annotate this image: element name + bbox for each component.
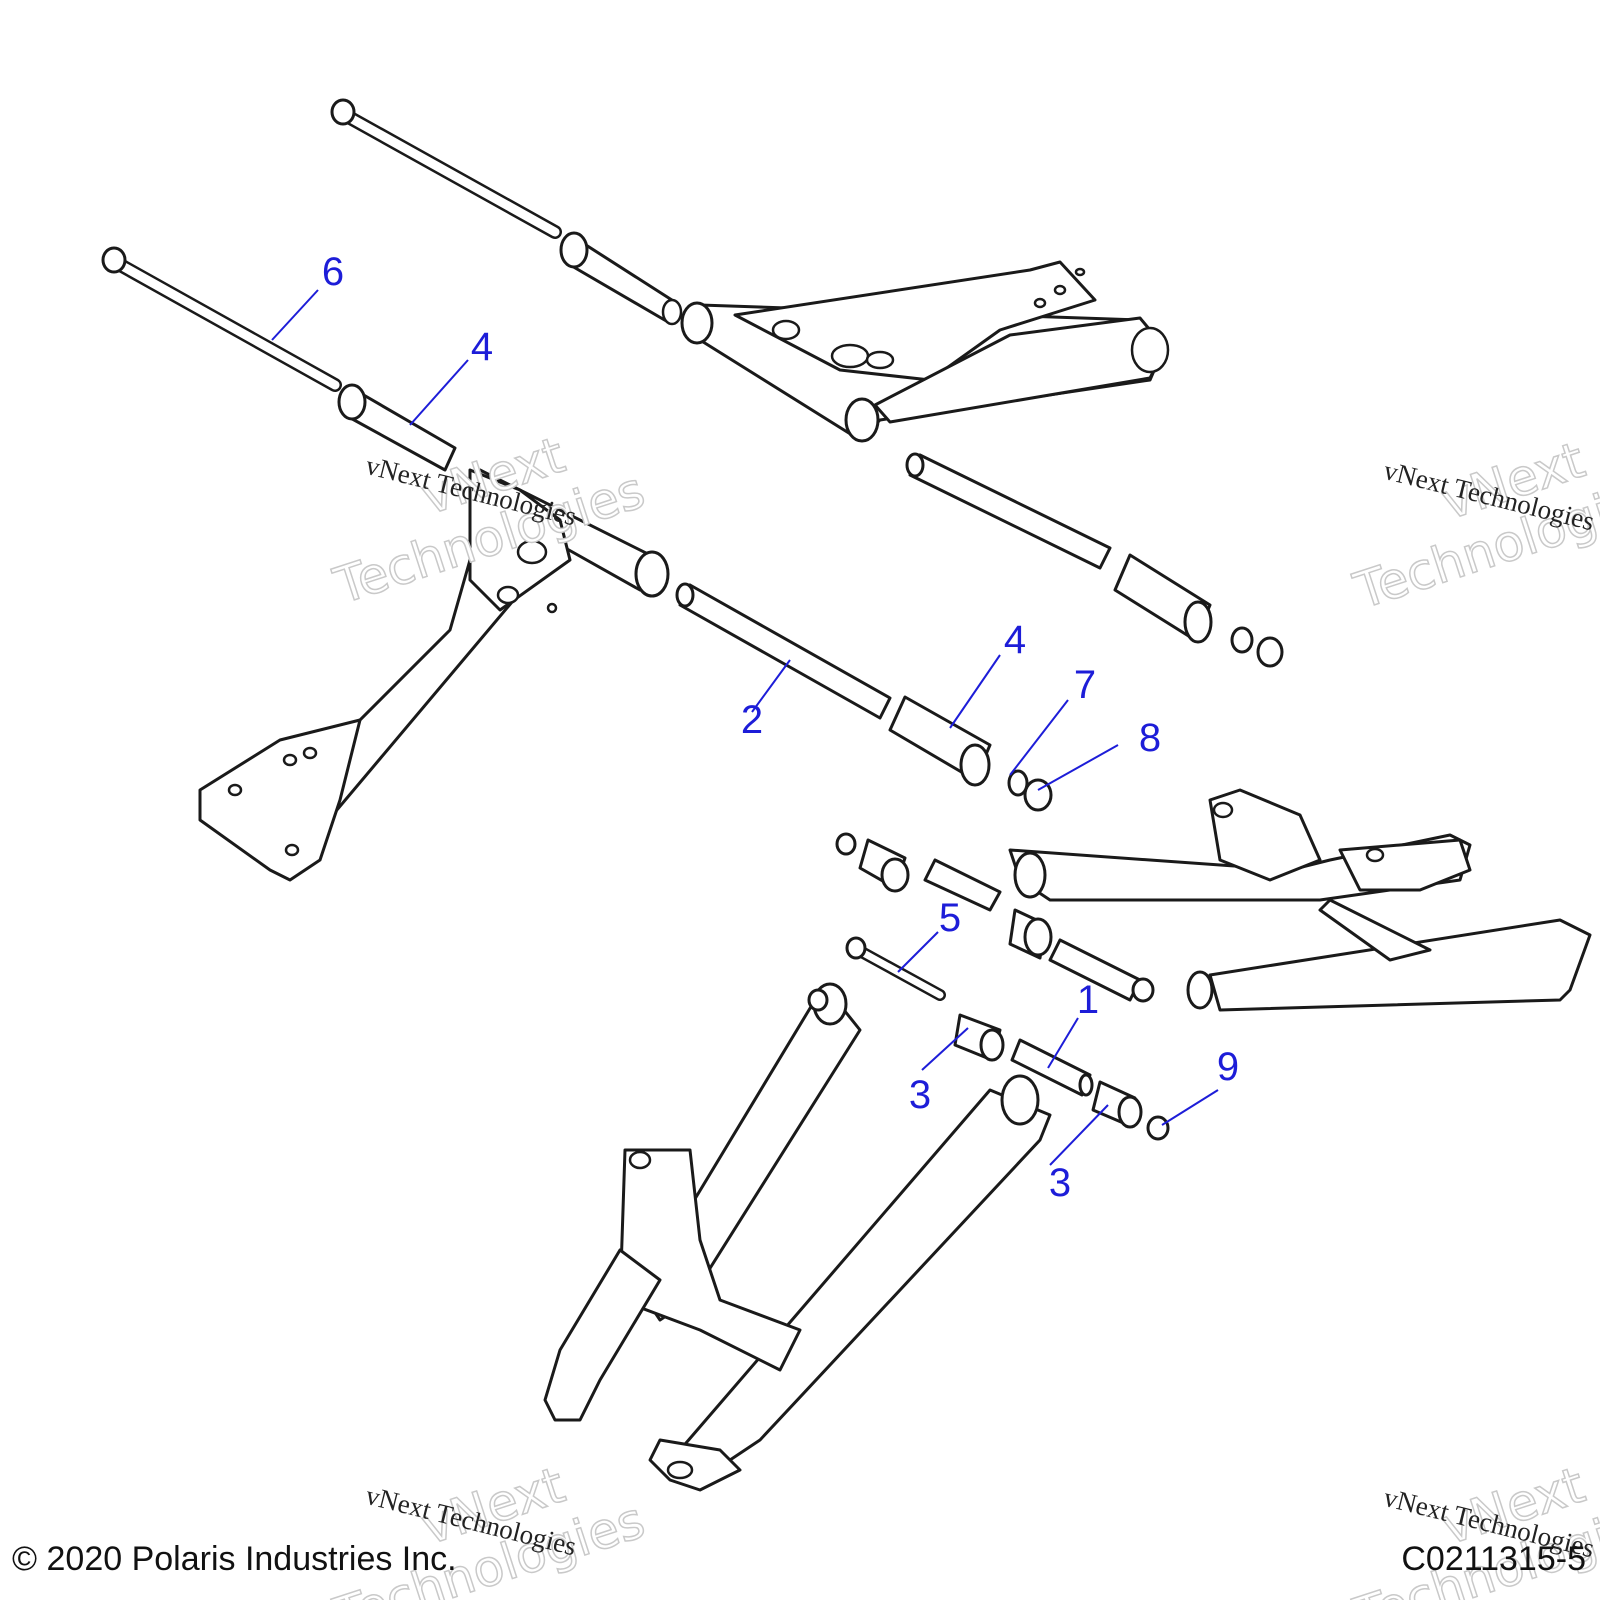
callout-3: 3 xyxy=(1048,1161,1072,1205)
lower-arm-hardware xyxy=(835,832,1155,1003)
upper-right-pivot-tube xyxy=(905,452,1112,570)
callout-5: 5 xyxy=(938,896,962,940)
callout-4: 4 xyxy=(470,325,494,369)
callout-7: 7 xyxy=(1073,663,1097,707)
figure-code: C0211315-5 xyxy=(1401,1540,1586,1578)
bolt-part-5 xyxy=(845,936,946,1001)
washer-part-7 xyxy=(1007,769,1029,797)
bushing-part-3-right xyxy=(1091,1080,1143,1129)
lower-right-a-arm xyxy=(1008,788,1592,1012)
upper-long-bolt xyxy=(330,98,562,239)
lower-trailing-a-arm xyxy=(543,982,1052,1492)
copyright-text: © 2020 Polaris Industries Inc. xyxy=(12,1540,457,1578)
leader-lines xyxy=(271,289,1219,1166)
left-long-bolt xyxy=(101,246,342,392)
bushing-part-4 xyxy=(888,695,992,787)
sleeve-part-1 xyxy=(1010,1038,1094,1097)
bushing-part-3-left xyxy=(953,1013,1005,1062)
nut-part-9 xyxy=(1146,1115,1170,1141)
left-pivot-bushing xyxy=(337,383,457,472)
callout-3: 3 xyxy=(908,1073,932,1117)
upper-pivot-bushing xyxy=(559,231,683,326)
callout-2: 2 xyxy=(740,698,764,742)
callout-1: 1 xyxy=(1076,978,1100,1022)
pivot-tube-part-2 xyxy=(675,582,892,720)
upper-left-a-arm xyxy=(198,468,670,882)
callout-4: 4 xyxy=(1003,618,1027,662)
upper-right-a-arm xyxy=(680,260,1170,443)
callout-6: 6 xyxy=(321,250,345,294)
upper-right-bushing xyxy=(1113,553,1284,668)
callout-8: 8 xyxy=(1138,716,1162,760)
callout-9: 9 xyxy=(1216,1045,1240,1089)
nut-part-8 xyxy=(1023,778,1053,812)
